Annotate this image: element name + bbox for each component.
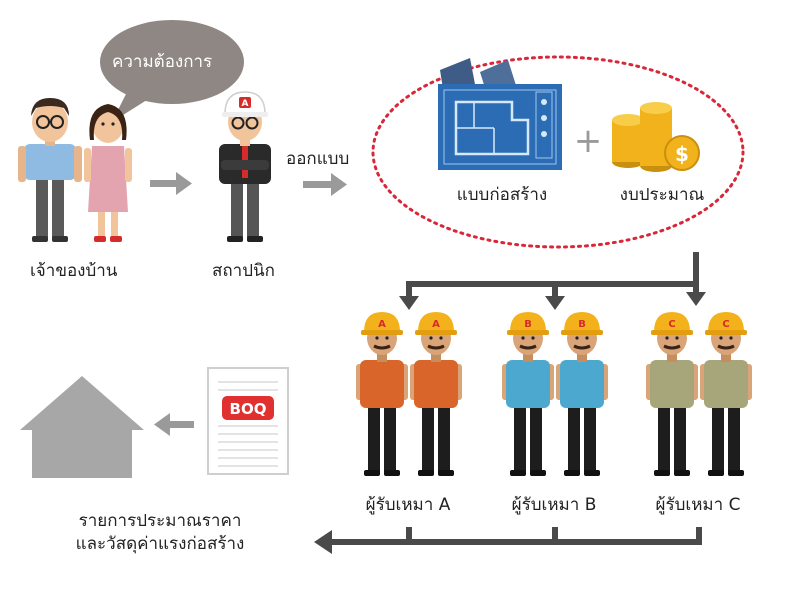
contractor-c-worker-2: C	[700, 312, 752, 476]
contractor-a-label: ผู้รับเหมา A	[366, 495, 451, 515]
coin-dollar-symbol: $	[675, 142, 689, 166]
contractor-c-helmet-letter-2: C	[722, 319, 729, 330]
requirements-bubble-text: ความต้องการ	[112, 52, 213, 72]
contractor-a-helmet-letter-1: A	[378, 319, 386, 330]
contractor-group-c: C C	[646, 312, 752, 476]
plus-sign: +	[574, 121, 603, 161]
architect-illustration: A	[219, 91, 271, 242]
contractor-group-b: B B	[502, 312, 608, 476]
contractor-b-worker-1: B	[502, 312, 554, 476]
architect-label: สถาปนิก	[212, 261, 275, 281]
architect-helmet-letter: A	[242, 99, 249, 109]
return-arrow	[314, 527, 702, 554]
distribution-arrows	[399, 252, 706, 310]
contractor-c-helmet-letter-1: C	[668, 319, 675, 330]
outputs-dotted-ellipse	[371, 55, 745, 249]
contractor-a-worker-1: A	[356, 312, 408, 476]
contractor-a-worker-2: A	[410, 312, 462, 476]
contractor-a-helmet-letter-2: A	[432, 319, 440, 330]
blueprint-label: แบบก่อสร้าง	[457, 185, 547, 205]
result-line-2: และวัสดุค่าแรงก่อสร้าง	[76, 534, 245, 554]
contractor-c-worker-1: C	[646, 312, 698, 476]
homeowner-man-illustration	[18, 98, 82, 242]
arrow-design	[303, 173, 347, 196]
contractor-b-helmet-letter-1: B	[524, 319, 532, 330]
boq-label: BOQ	[230, 400, 267, 418]
contractor-b-helmet-letter-2: B	[578, 319, 586, 330]
house-icon	[20, 376, 144, 478]
result-line-1: รายการประมาณราคา	[79, 511, 242, 531]
budget-coins-icon: $	[612, 102, 700, 172]
arrow-to-house	[154, 413, 194, 436]
arrow-to-architect	[150, 172, 192, 195]
blueprint-icon	[438, 58, 562, 170]
homeowner-label: เจ้าของบ้าน	[30, 261, 118, 281]
homeowner-woman-illustration	[84, 104, 132, 242]
contractor-group-a: A A	[356, 312, 462, 476]
contractor-b-label: ผู้รับเหมา B	[512, 495, 597, 515]
design-label: ออกแบบ	[286, 149, 350, 169]
contractor-c-label: ผู้รับเหมา C	[656, 495, 741, 515]
budget-label: งบประมาณ	[620, 185, 705, 205]
boq-document-icon: BOQ	[207, 367, 289, 475]
contractor-b-worker-2: B	[556, 312, 608, 476]
